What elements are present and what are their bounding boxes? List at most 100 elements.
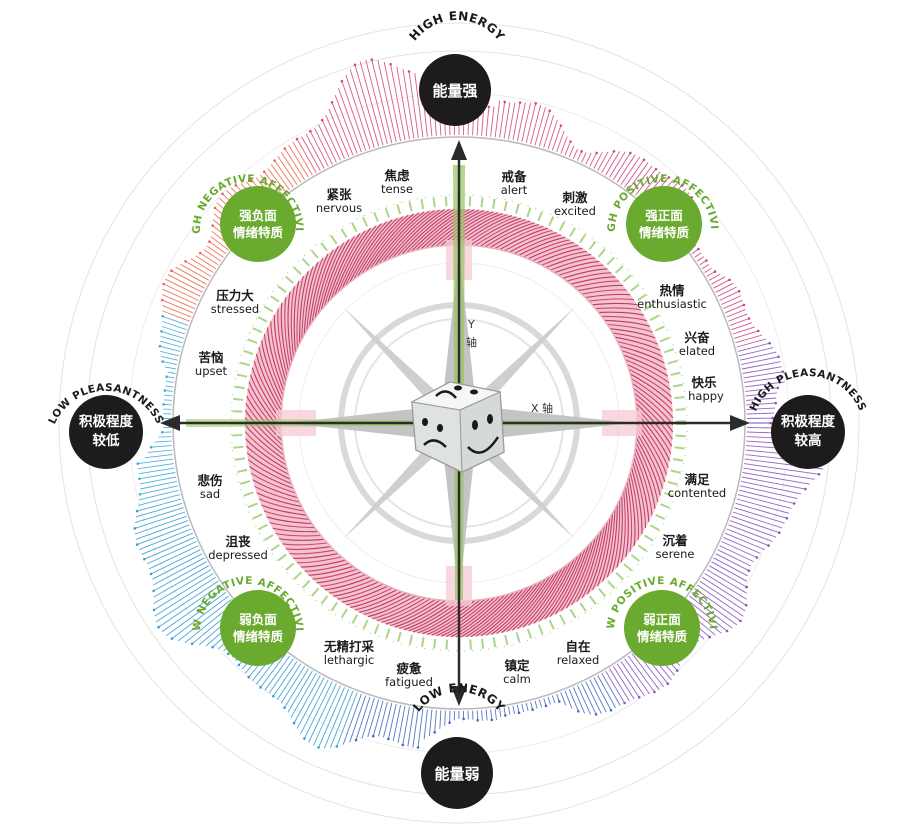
wave-spike-tip [738,290,741,293]
wave-spike-tip [756,556,759,559]
wave-spike-tip [548,109,551,112]
wave-spike-tip [284,147,287,150]
pole-high-pleasantness-cn-line2: 较高 [795,432,822,449]
wave-spike [445,711,446,726]
wave-spike-tip [143,558,146,561]
wave-spike-tip [768,342,771,345]
emotion-relaxed-en: relaxed [557,653,600,667]
wave-spike [285,149,305,180]
wave-spike [539,111,549,147]
wave-spike-tip [748,569,751,572]
wave-spike [313,686,340,746]
wave-spike [362,698,374,738]
wave-spike [738,343,770,351]
wave-spike-tip [613,150,616,153]
wave-spike [569,689,578,711]
wave-spike-tip [433,731,436,734]
wave-spike [535,701,537,709]
wave-spike-tip [317,746,320,749]
emotion-contented-cn: 满足 [684,472,710,487]
wave-spike-tip [139,493,142,496]
pole-low-pleasantness: LOW PLEASANTNESS 积极程度 较低 [46,382,165,469]
wave-spike [569,146,574,157]
wave-spike [722,296,742,305]
wave-spike [304,682,332,739]
wave-spike-tip [629,152,632,155]
wave-spike-tip [150,446,153,449]
wave-spike [138,464,174,469]
wave-spike-tip [162,283,165,286]
wave-spike-tip [248,676,251,679]
wave-spike [495,101,500,138]
emotion-nervous-cn: 紧张 [326,187,352,202]
wave-spike-tip [638,696,641,699]
wave-spike [522,704,524,712]
wave-spike-tip [728,279,731,282]
wave-spike-tip [653,691,656,694]
wave-spike-tip [580,150,583,153]
wave-spike [138,459,174,464]
emotion-tense-cn: 焦虑 [383,168,410,183]
wave-spike [482,710,483,721]
emotion-contented-en: contented [668,486,726,500]
wave-spike [373,701,383,736]
wave-spike [306,134,324,169]
wave-spike [163,311,190,321]
wave-spike-tip [161,360,164,363]
wave-spike [322,120,340,160]
wave-spike [350,69,374,148]
wave-spike [737,339,766,347]
wave-spike [273,661,297,696]
quadrant-high-negative: HIGH NEGATIVE AFFECTIVITY 强负面 情绪特质 [0,0,305,262]
wave-spike-tip [273,159,276,162]
wave-spike-tip [160,330,163,333]
wave-spike [204,250,221,261]
quadrant-low-negative-line1: 弱负面 [239,612,277,627]
wave-spike-tip [595,713,598,716]
wave-spike [289,145,309,177]
emotion-stressed-en: stressed [211,302,259,316]
wave-spike-tip [184,260,187,263]
wave-spike-tip [199,252,202,255]
wave-spike [740,352,776,360]
wave-spike [598,152,608,171]
emotion-lethargic-cn: 无精打采 [323,639,375,654]
x-axis-label: X 轴 [531,401,553,415]
wave-spike [160,346,180,351]
wave-spike-tip [519,101,522,104]
wave-spike [165,386,173,387]
wave-spike [598,675,616,707]
wave-spike-tip [214,207,217,210]
wave-spike [145,455,173,458]
wave-spike [135,516,187,534]
pole-low-pleasantness-badge [69,395,143,469]
wave-spike [165,367,176,369]
wave-spike [424,709,427,739]
wave-spike [526,103,536,143]
wave-spike [153,558,204,585]
emotion-enthusiastic-cn: 热情 [659,283,685,298]
wave-spike [602,151,614,173]
wave-spike-tip [491,719,494,722]
wave-spike-tip [595,152,598,155]
wave-spike-tip [354,64,357,67]
emotion-elated-cn: 兴奋 [684,330,710,345]
wave-spike [155,441,172,442]
wave-spike-tip [462,718,465,721]
wave-spike [309,684,337,743]
wave-spike [702,264,709,268]
wave-spike [338,88,361,152]
wave-spike [162,306,191,317]
wave-spike-tip [263,171,266,174]
wave-spike [163,316,188,325]
wave-spike [168,275,202,293]
wave-spike [491,709,492,720]
wave-spike [378,60,396,141]
wave-spike-tip [165,375,168,378]
wave-spike-tip [643,159,646,162]
wave-spike [552,696,555,704]
wave-spike-tip [726,630,729,633]
wave-spike [573,149,577,159]
